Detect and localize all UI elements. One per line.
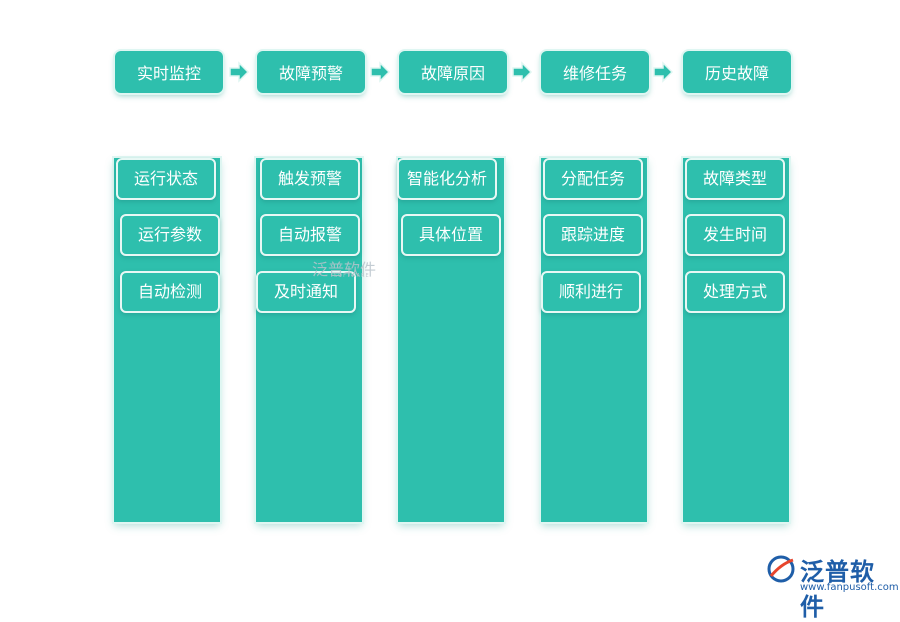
column-repair-task — [541, 158, 647, 522]
item-track-progress: 跟踪进度 — [543, 214, 643, 256]
logo-url: www.fanpusoft.com — [800, 582, 899, 593]
item-smart-analysis: 智能化分析 — [397, 158, 497, 200]
step-fault-history: 历史故障 — [683, 51, 791, 93]
column-fault-warning — [256, 158, 362, 522]
item-auto-alarm: 自动报警 — [260, 214, 360, 256]
step-realtime-monitoring: 实时监控 — [115, 51, 223, 93]
brand-logo: 泛普软件 www.fanpusoft.com — [766, 552, 899, 621]
step-repair-task: 维修任务 — [541, 51, 649, 93]
item-smooth-progress: 顺利进行 — [541, 271, 641, 313]
item-occur-time: 发生时间 — [685, 214, 785, 256]
item-assign-task: 分配任务 — [543, 158, 643, 200]
column-fault-cause — [398, 158, 504, 522]
item-run-params: 运行参数 — [120, 214, 220, 256]
watermark-sub: SOFTWARE — [334, 273, 370, 279]
column-realtime-monitoring — [114, 158, 220, 522]
arrow-right-icon — [370, 61, 391, 83]
watermark: 泛普软件 SOFTWARE — [312, 256, 376, 280]
item-auto-detect: 自动检测 — [120, 271, 220, 313]
arrow-right-icon — [512, 61, 533, 83]
arrow-right-icon — [229, 61, 250, 83]
item-exact-location: 具体位置 — [401, 214, 501, 256]
item-fault-type: 故障类型 — [685, 158, 785, 200]
column-fault-history — [683, 158, 789, 522]
item-handling-method: 处理方式 — [685, 271, 785, 313]
item-run-status: 运行状态 — [116, 158, 216, 200]
step-fault-warning: 故障预警 — [257, 51, 365, 93]
item-timely-notice: 及时通知 — [256, 271, 356, 313]
item-trigger-warning: 触发预警 — [260, 158, 360, 200]
arrow-right-icon — [653, 61, 674, 83]
step-fault-cause: 故障原因 — [399, 51, 507, 93]
fanpu-logo-icon — [767, 555, 795, 583]
watermark-text: 泛普软件 — [312, 260, 377, 279]
